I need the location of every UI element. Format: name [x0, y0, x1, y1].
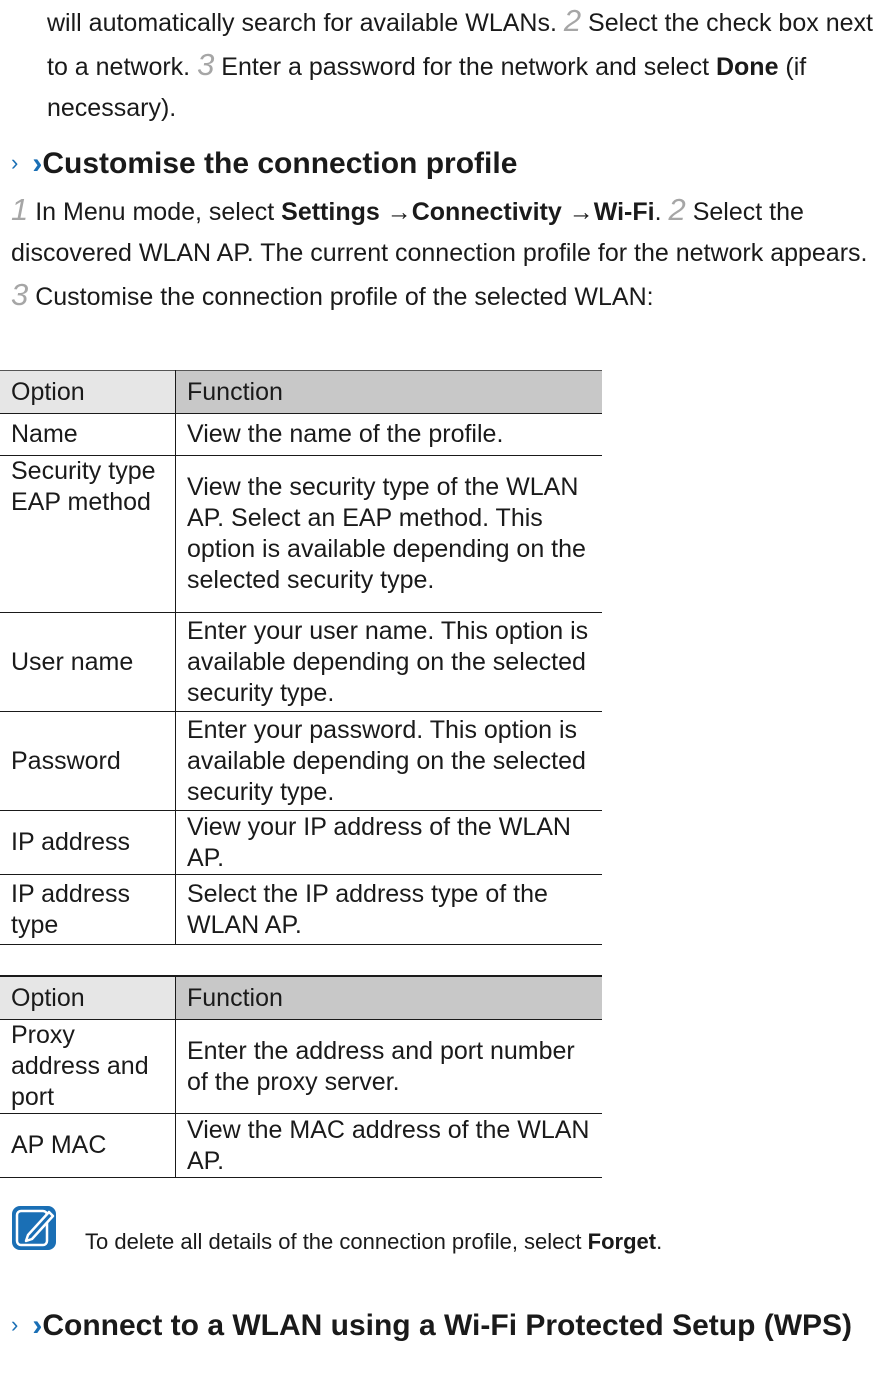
- column-header: Function: [175, 370, 602, 414]
- bold-term: Connectivity: [411, 198, 562, 226]
- chevron-right-icon: ›: [11, 150, 19, 175]
- text: Select the check box next to a network.: [47, 9, 873, 81]
- text: →: [379, 198, 412, 226]
- heading-text: Connect to a WLAN using a Wi-Fi Protecte…: [42, 1309, 853, 1342]
- table-cell: Enter your user name. This option is ava…: [175, 612, 602, 712]
- table-cell: IP address: [0, 810, 176, 875]
- step-number: 3: [11, 277, 29, 312]
- table-cell: View your IP address of the WLAN AP.: [175, 810, 602, 875]
- text: will automatically search for available …: [47, 9, 564, 37]
- intro-paragraph: will automatically search for available …: [47, 0, 883, 129]
- table-cell: View the security type of the WLAN AP. S…: [175, 455, 602, 613]
- bold-term: Done: [715, 53, 779, 81]
- bold-term: Wi-Fi: [593, 198, 655, 226]
- table-cell: Enter your password. This option is avai…: [175, 711, 602, 811]
- table-cell: Password: [0, 711, 176, 811]
- table-cell: Name: [0, 413, 176, 456]
- step-number: 1: [11, 192, 29, 227]
- step-number: 2: [563, 3, 582, 38]
- text: Enter a password for the network and sel…: [214, 53, 716, 81]
- note-pen-icon: [12, 1206, 56, 1250]
- heading-text: Customise the connection profile: [42, 147, 518, 180]
- table-cell: Proxy address and port: [0, 1019, 176, 1114]
- table-cell: IP address type: [0, 874, 176, 945]
- chevron-right-icon: ›: [32, 1309, 43, 1342]
- table-header-row: Option Function: [0, 370, 602, 414]
- table-header-row: Option Function: [0, 976, 602, 1020]
- bold-term: Settings: [281, 198, 380, 226]
- table-cell: AP MAC: [0, 1113, 176, 1178]
- table-cell: View the name of the profile.: [175, 413, 602, 456]
- column-header: Option: [0, 370, 176, 414]
- text: Customise the connection profile of the …: [28, 283, 654, 311]
- step-number: 2: [668, 192, 686, 227]
- text: (if necessary).: [47, 53, 807, 122]
- chevron-right-icon: ›: [32, 147, 43, 180]
- table-cell: View the MAC address of the WLAN AP.: [175, 1113, 602, 1178]
- text: To delete all details of the connection …: [85, 1229, 588, 1254]
- bold-term: Forget: [587, 1229, 657, 1254]
- table-cell: Select the IP address type of the WLAN A…: [175, 874, 602, 945]
- text: →: [561, 198, 594, 226]
- section-heading-customise: ››Customise the connection profile: [11, 143, 517, 184]
- section-heading-wps: ››Connect to a WLAN using a Wi-Fi Protec…: [11, 1305, 871, 1346]
- step-number: 3: [197, 47, 215, 82]
- table-cell: Security type EAP method: [0, 455, 176, 613]
- chevron-right-icon: ›: [11, 1312, 19, 1337]
- note-text: To delete all details of the connection …: [85, 1227, 662, 1257]
- text: In Menu mode, select: [28, 198, 282, 226]
- text: Select the discovered WLAN AP. The curre…: [11, 198, 868, 267]
- column-header: Function: [175, 976, 602, 1020]
- instructions-paragraph: 1 In Menu mode, select Settings →Connect…: [11, 189, 871, 318]
- table-cell: User name: [0, 612, 176, 712]
- text: .: [654, 198, 669, 226]
- column-header: Option: [0, 976, 176, 1020]
- text: .: [656, 1229, 663, 1254]
- table-cell: Enter the address and port number of the…: [175, 1019, 602, 1114]
